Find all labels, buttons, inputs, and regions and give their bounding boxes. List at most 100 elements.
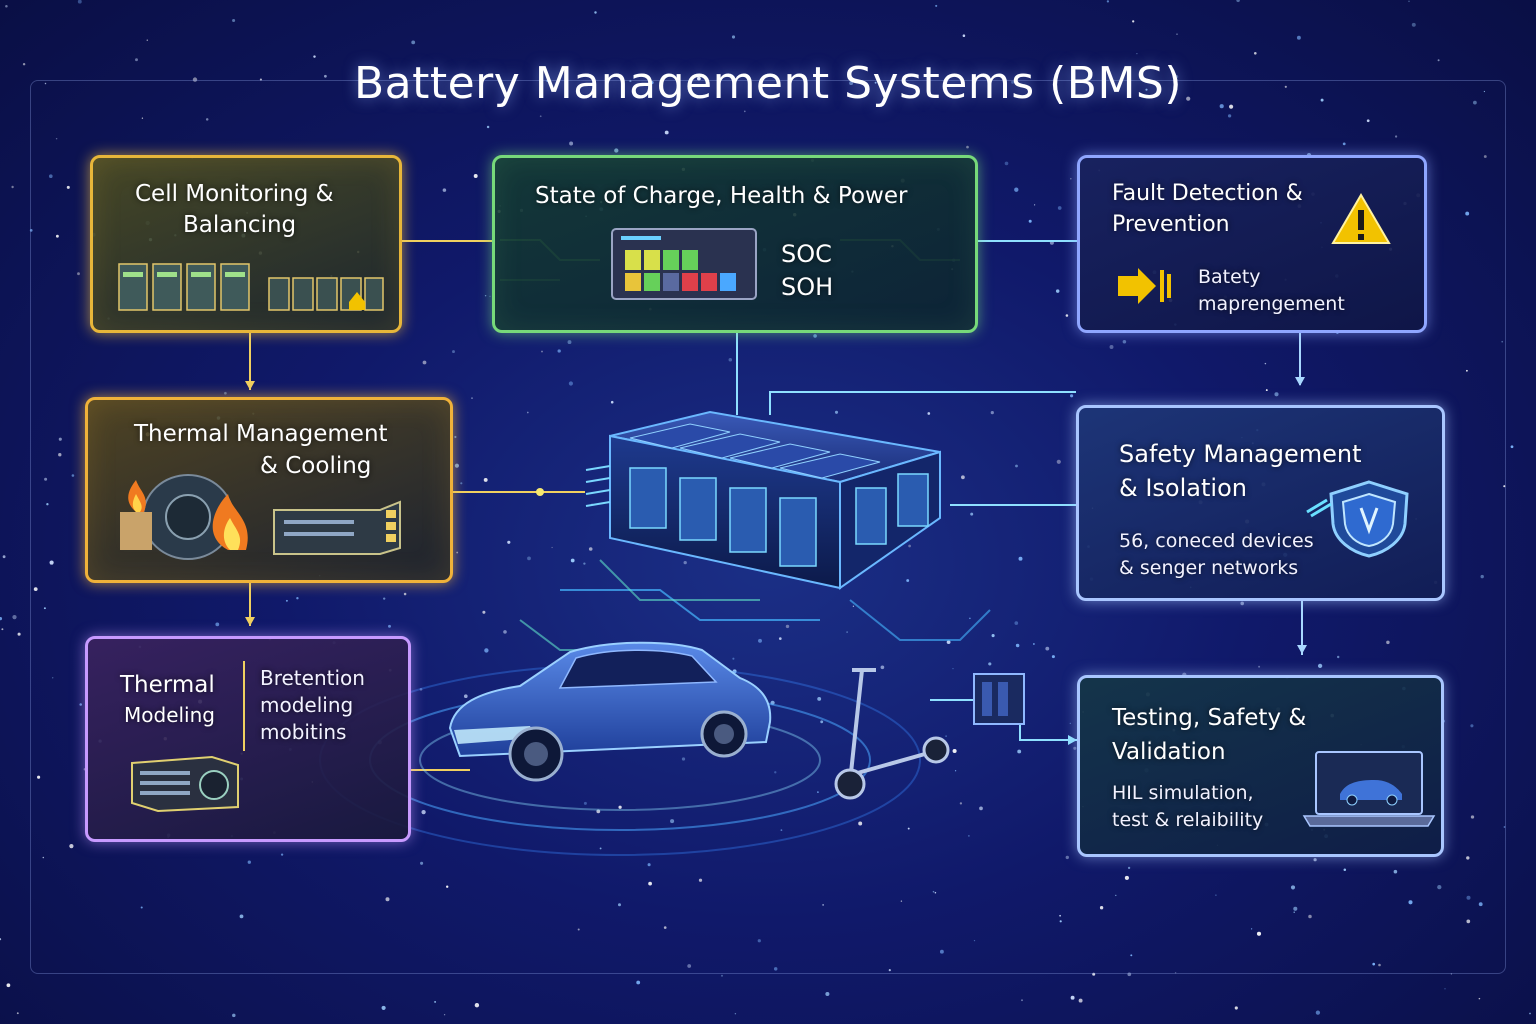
star (991, 634, 995, 638)
star (599, 847, 602, 850)
star (450, 88, 452, 90)
star (1073, 746, 1077, 750)
fault-title-2: Prevention (1112, 212, 1230, 237)
star (1065, 855, 1069, 860)
star (1293, 911, 1295, 914)
star (55, 137, 58, 140)
star (1483, 155, 1487, 158)
star (79, 703, 82, 706)
star (1236, 0, 1240, 3)
star (1450, 973, 1453, 975)
star (959, 802, 963, 805)
star (697, 76, 701, 81)
star (285, 599, 288, 602)
star (1394, 135, 1398, 138)
star (952, 667, 954, 670)
star (1253, 51, 1257, 55)
star (1466, 895, 1471, 900)
star (852, 605, 855, 607)
star (1109, 345, 1114, 349)
star (681, 757, 686, 761)
star (5, 5, 8, 8)
star (825, 991, 830, 997)
star (51, 677, 54, 679)
star (456, 551, 459, 554)
star (1092, 972, 1096, 976)
star (785, 624, 790, 629)
fault-sub-1: Batety (1198, 266, 1261, 288)
star (778, 637, 782, 640)
star (1011, 80, 1015, 84)
star (614, 148, 619, 153)
star (1229, 104, 1234, 109)
star (1145, 88, 1148, 91)
star (403, 592, 407, 596)
star (324, 74, 327, 78)
panel-fault-detection: Fault Detection & Prevention Batety mapr… (1077, 155, 1427, 333)
star (588, 547, 593, 551)
star (906, 579, 910, 582)
star (1258, 665, 1261, 668)
star (489, 295, 491, 297)
state-estimation-title: State of Charge, Health & Power (535, 183, 908, 209)
star (731, 35, 736, 39)
star (728, 358, 733, 362)
star (239, 914, 244, 919)
star (1033, 643, 1035, 645)
star (1227, 114, 1232, 118)
star (1293, 906, 1298, 911)
star (1033, 204, 1036, 206)
shield-icon (1306, 480, 1409, 558)
star (874, 81, 877, 84)
star (486, 125, 490, 129)
star (1444, 988, 1446, 990)
star (557, 349, 561, 353)
star (939, 949, 944, 954)
star (849, 81, 854, 86)
star (629, 79, 632, 83)
star (1256, 931, 1262, 936)
soc-label: SOC (781, 240, 832, 268)
testing-title-1: Testing, Safety & (1112, 705, 1307, 731)
star (1470, 815, 1475, 819)
star (570, 558, 575, 563)
star (966, 145, 969, 149)
star (618, 805, 622, 809)
star (247, 860, 251, 864)
star (460, 482, 463, 485)
star (526, 411, 529, 414)
star (1014, 187, 1019, 192)
star (834, 410, 839, 414)
star (2, 555, 6, 559)
star (1028, 219, 1032, 223)
star (962, 34, 966, 37)
star (388, 624, 391, 628)
star (1264, 362, 1267, 365)
star (773, 967, 778, 971)
safety-title-1: Safety Management (1119, 440, 1362, 468)
star (1059, 914, 1061, 917)
star (820, 720, 824, 724)
star (205, 118, 209, 121)
model-left-1: Thermal (120, 672, 215, 698)
star (446, 885, 449, 888)
star (1274, 392, 1279, 397)
thermal-module-icon (131, 755, 239, 813)
star (48, 174, 53, 179)
star (16, 1012, 19, 1015)
star (880, 665, 885, 670)
star (1503, 826, 1506, 828)
arrow-head (1297, 645, 1307, 654)
star (969, 617, 971, 620)
star (594, 11, 597, 14)
star (1478, 997, 1481, 1000)
star (1055, 289, 1060, 293)
star (1483, 90, 1486, 93)
testing-sub-2: test & relaibility (1112, 809, 1264, 831)
star (58, 437, 62, 441)
star (422, 360, 427, 365)
star (1099, 906, 1104, 910)
star (452, 350, 455, 354)
star (141, 117, 144, 119)
star (296, 597, 299, 600)
